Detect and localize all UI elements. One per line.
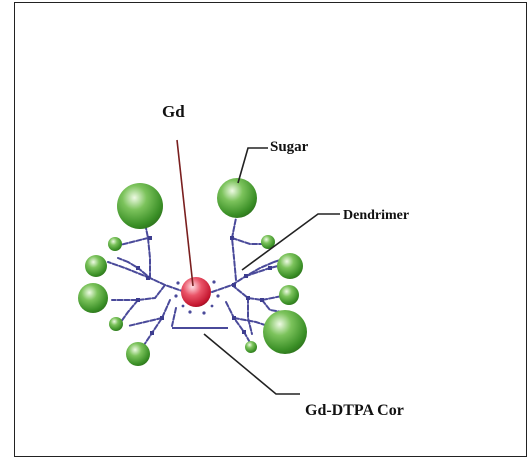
core-leader-line: [203, 333, 300, 395]
sugar-label: Sugar: [270, 139, 309, 155]
sugar-sphere: [78, 283, 108, 313]
sugar-sphere: [85, 255, 107, 277]
gd-label: Gd: [162, 102, 185, 121]
gd-leader-line: [176, 139, 194, 287]
sugar-sphere: [261, 235, 275, 249]
sugar-leader-line: [237, 147, 268, 184]
gd-dtpa-core-dots: [174, 280, 220, 315]
sugar-sphere: [279, 285, 299, 305]
dendrimer-label: Dendrimer: [343, 208, 409, 223]
gd-sphere: [181, 277, 211, 307]
gd-dtpa-core-label: Gd-DTPA Cor: [305, 402, 404, 419]
figure-frame: [14, 2, 527, 457]
sugar-spheres: [78, 178, 307, 366]
sugar-sphere: [245, 341, 257, 353]
sugar-sphere: [217, 178, 257, 218]
dendrimer-leader-line: [241, 213, 340, 271]
sugar-sphere: [109, 317, 123, 331]
sugar-sphere: [108, 237, 122, 251]
sugar-sphere: [277, 253, 303, 279]
dendrimer-nodes: [136, 236, 272, 335]
sugar-sphere: [126, 342, 150, 366]
sugar-sphere: [117, 183, 163, 229]
sugar-sphere: [263, 310, 307, 354]
